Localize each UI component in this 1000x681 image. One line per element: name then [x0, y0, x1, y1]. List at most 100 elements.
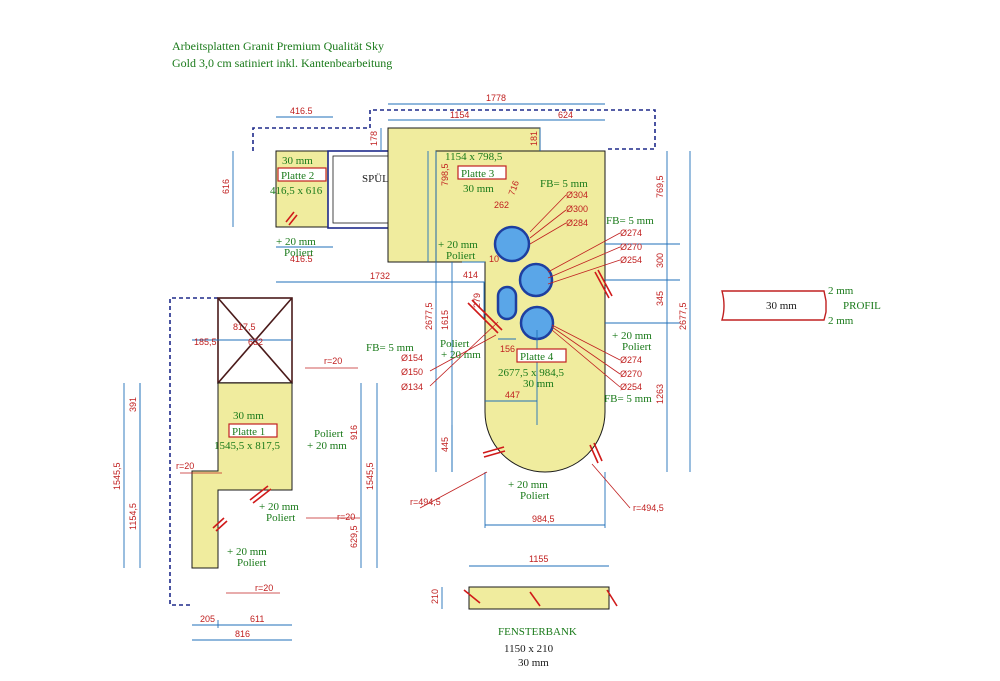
- p1-edge-right-mm: + 20 mm: [307, 440, 347, 452]
- p1-size: 1545,5 x 817,5: [214, 440, 281, 452]
- p3-label: Platte 3: [461, 168, 495, 180]
- p2-thickness: 30 mm: [282, 155, 313, 167]
- title-line-1: Arbeitsplatten Granit Premium Qualität S…: [172, 39, 384, 53]
- p2-size: 416,5 x 616: [270, 185, 323, 197]
- p1-dim-bottom-total: 816: [235, 629, 250, 639]
- p1-radius-3: r=20: [337, 512, 355, 522]
- profil-shape: [721, 290, 827, 321]
- holes-top-d1: Ø304: [566, 190, 588, 200]
- p2-edge-mm: + 20 mm: [276, 236, 316, 248]
- p4-radius-left: r=494,5: [410, 497, 441, 507]
- p4-dim-bottom-width: 984,5: [532, 514, 555, 524]
- p1-dim-right-lower: 629,5: [349, 525, 359, 548]
- p1-dim-left-upper: 391: [128, 397, 138, 412]
- wall-outline-top: [252, 109, 656, 151]
- p1-label-box: [228, 423, 278, 438]
- holes-mid-d2: Ø270: [620, 242, 642, 252]
- holes-oval-d1: Ø154: [401, 353, 423, 363]
- hole-middle: [518, 262, 554, 298]
- p4-size: 2677,5 x 984,5: [498, 367, 565, 379]
- p3-dim-bottom-total: 1732: [370, 271, 390, 281]
- p4-edge-right-mm: + 20 mm: [612, 330, 652, 342]
- p4-edge: Poliert: [440, 338, 469, 350]
- fensterbank-shape: [468, 586, 610, 610]
- cut-marks: [212, 211, 618, 607]
- holes-mid-d1: Ø274: [620, 228, 642, 238]
- fensterbank-thickness: 30 mm: [518, 657, 549, 669]
- p4-radius-right: r=494,5: [633, 503, 664, 513]
- p4-dim-left-total: 2677,5: [424, 302, 434, 330]
- p4-dim-right-d: 1263: [655, 384, 665, 404]
- p4-dim-left-mid: 1615: [440, 310, 450, 330]
- p4-dim-right-b: 300: [655, 253, 665, 268]
- holes-oval-d3: Ø134: [401, 382, 423, 392]
- holes-low-d3: Ø254: [620, 382, 642, 392]
- p1-dim-left-total: 1545,5: [112, 462, 122, 490]
- platte-2-shape: [275, 150, 334, 228]
- p4-thickness: 30 mm: [523, 378, 554, 390]
- p3-dim-notch: 181: [529, 131, 539, 146]
- holes-oval-d2: Ø150: [401, 367, 423, 377]
- p4-dim-oval-w: 156: [500, 344, 515, 354]
- holes-mid-fb: FB= 5 mm: [606, 215, 654, 227]
- holes-top-fb: FB= 5 mm: [540, 178, 588, 190]
- p4-dim-left-a: 414: [463, 270, 478, 280]
- hole-oval: [496, 285, 518, 321]
- p1-thickness: 30 mm: [233, 410, 264, 422]
- spuele-label: SPÜLE: [362, 173, 396, 185]
- profil-top: 2 mm: [828, 285, 854, 297]
- p1-radius-2: r=20: [176, 461, 194, 471]
- fensterbank-size: 1150 x 210: [504, 643, 554, 655]
- p3-dim-height: 798,5: [440, 163, 450, 186]
- p1-dim-bottom-right: 611: [250, 614, 264, 624]
- p3-dim-diag1: 716: [506, 179, 521, 197]
- fb-width-dim: 1155: [529, 554, 548, 564]
- p1-dim-bottom-left: 205: [200, 614, 215, 624]
- p4-bottom-edge: Poliert: [520, 490, 549, 502]
- fensterbank-label: FENSTERBANK: [498, 626, 577, 638]
- cabinet-diagonal-2: [217, 297, 293, 384]
- holes-low-fb: FB= 5 mm: [604, 393, 652, 405]
- fb-height-dim: 210: [430, 589, 440, 604]
- p4-edge-right: Poliert: [622, 341, 651, 353]
- p2-dim-bottom: 416.5: [290, 254, 313, 264]
- p4-dim-right-c: 345: [655, 291, 665, 306]
- p3-label-box: [457, 165, 507, 180]
- p1-label: Platte 1: [232, 426, 265, 438]
- platte-4-shape: [435, 150, 606, 473]
- p2-label: Platte 2: [281, 170, 314, 182]
- p3-dim-top-right: 624: [558, 110, 573, 120]
- p2-edge: Poliert: [284, 247, 313, 259]
- p1-dim-top-left: 185,5: [194, 337, 217, 347]
- p2-dim-left: 616: [221, 179, 231, 194]
- p4-dim-right-a: 769,5: [655, 175, 665, 198]
- p4-label-box: [516, 348, 567, 363]
- p1-edge-inner: Poliert: [266, 512, 295, 524]
- p4-dim-right-total: 2677,5: [678, 302, 688, 330]
- p3-dim-diag2: 262: [494, 200, 509, 210]
- p4-label: Platte 4: [520, 351, 554, 363]
- holes-top-d2: Ø300: [566, 204, 588, 214]
- p3-edge: Poliert: [446, 250, 475, 262]
- p2-dim-top: 416.5: [290, 106, 313, 116]
- p1-radius-1: r=20: [324, 356, 342, 366]
- p1-dim-top-mid: 632: [248, 337, 263, 347]
- holes-oval-fb: FB= 5 mm: [366, 342, 414, 354]
- dimension-lines: [123, 103, 691, 641]
- p4-dim-center-x: 447: [505, 390, 520, 400]
- p1-radius-4: r=20: [255, 583, 273, 593]
- profil-thickness: 30 mm: [766, 300, 797, 312]
- p3-dim-step: 178: [369, 131, 379, 146]
- p1-dim-right-upper: 916: [349, 425, 359, 440]
- p1-dim-left-lower: 1154,5: [128, 503, 138, 530]
- wall-outline-left: [169, 297, 218, 606]
- p1-edge-bottom: Poliert: [237, 557, 266, 569]
- leader-lines: [180, 194, 631, 594]
- p4-dim-left-low: 445: [440, 437, 450, 452]
- holes-top-d3: Ø284: [566, 218, 588, 228]
- p4-dim-left-b: 10: [489, 254, 499, 264]
- p1-edge-right: Poliert: [314, 428, 343, 440]
- holes-mid-d3: Ø254: [620, 255, 642, 265]
- holes-low-d1: Ø274: [620, 355, 642, 365]
